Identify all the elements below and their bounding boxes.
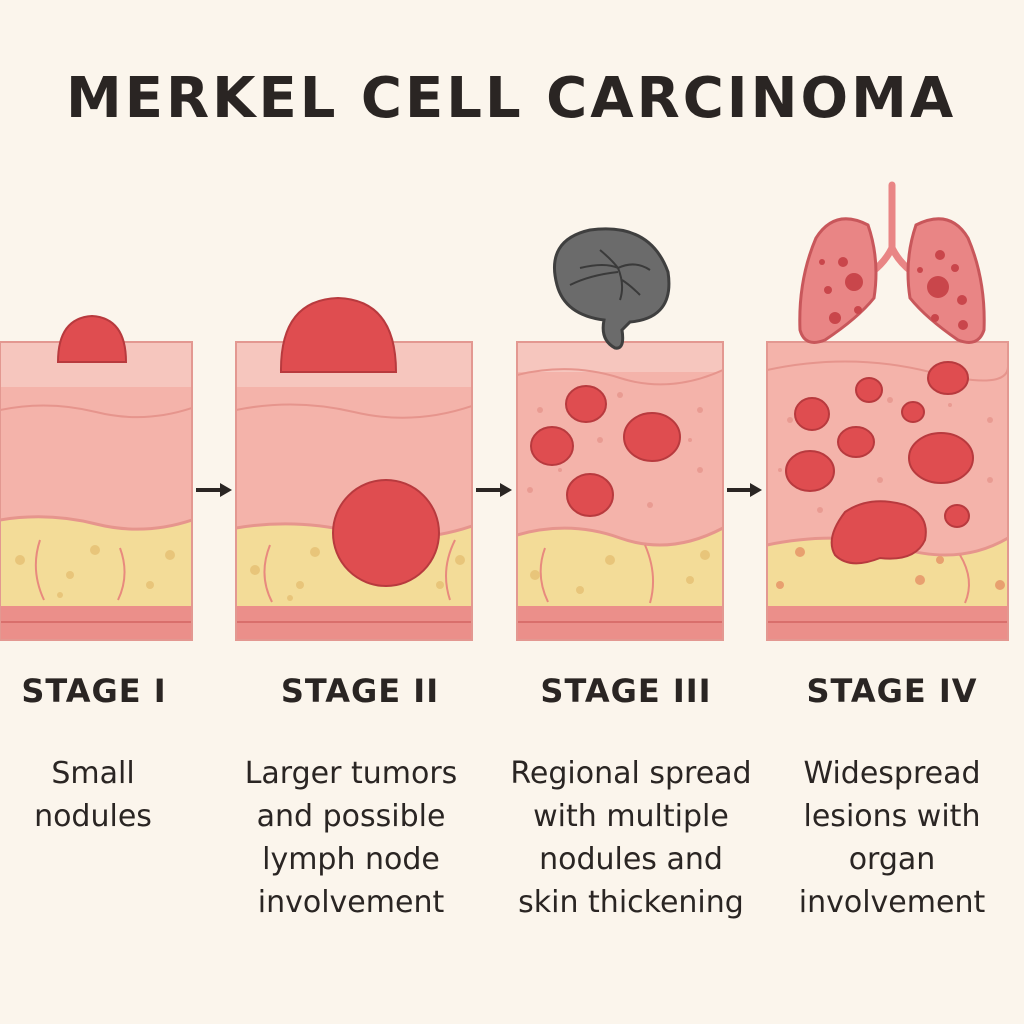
stage-2-description: Larger tumors and possible lymph node in… (244, 756, 458, 920)
stage-4-description: Widespread lesions with organ involvemen… (798, 756, 986, 920)
stage-4-lesion (927, 361, 969, 395)
stage-2-label: STAGE II (280, 672, 440, 710)
stages-diagram (0, 181, 1009, 641)
stage-4-lesion (794, 397, 830, 431)
stage-4-lesion (901, 401, 925, 423)
stage-3-nodule (623, 412, 681, 462)
stage-3-description: Regional spread with multiple nodules an… (510, 756, 752, 920)
stage-4-lesion (944, 504, 970, 528)
arrow-icon (196, 483, 232, 497)
stage-1-skin-section (0, 314, 193, 641)
stage-4-lesion (855, 377, 883, 403)
stage-1-description: Small nodules (34, 756, 152, 834)
stage-4-lesion (830, 500, 927, 565)
stage-4-lesion (837, 426, 875, 458)
stage-2-nodule (279, 296, 398, 373)
lungs-icon (798, 181, 986, 344)
stage-2-skin-section (235, 296, 473, 641)
lymph-node-icon (552, 227, 671, 350)
stage-3-nodule (530, 426, 574, 466)
stage-3-nodule (566, 473, 614, 517)
arrow-icon (727, 483, 762, 497)
stage-4-lesion (785, 450, 835, 492)
stage-4-lesion (908, 432, 974, 484)
stage-1-nodule (56, 314, 128, 363)
stage-2-deep-tumor (332, 479, 440, 587)
page-title: MERKEL CELL CARCINOMA (66, 66, 957, 131)
stage-4-skin-section (766, 181, 1009, 641)
stage-3-label: STAGE III (540, 672, 712, 710)
arrow-icon (476, 483, 512, 497)
stage-3-nodule (565, 385, 607, 423)
stage-4-label: STAGE IV (806, 672, 978, 710)
stage-1-label: STAGE I (21, 672, 167, 710)
stage-3-skin-section (516, 227, 724, 641)
